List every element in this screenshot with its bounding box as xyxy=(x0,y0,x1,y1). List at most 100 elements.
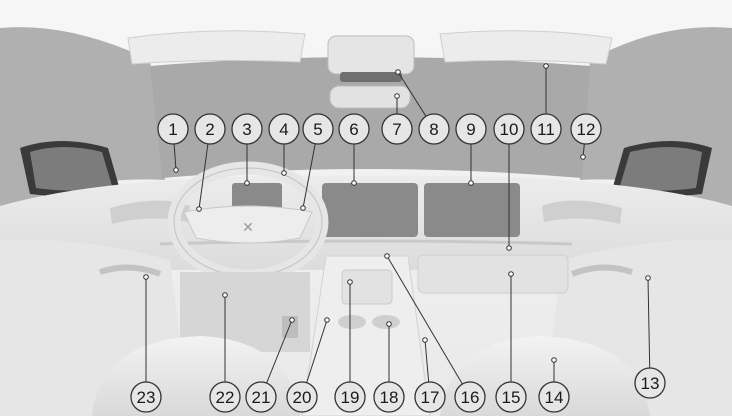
callout-anchor-dot-3 xyxy=(244,180,250,186)
callout-anchor-dot-22 xyxy=(222,292,228,298)
callout-anchor-dot-11 xyxy=(543,63,549,69)
callout-anchor-dot-1 xyxy=(173,167,179,173)
callout-badge-5 xyxy=(302,113,334,145)
callout-badge-8 xyxy=(418,113,450,145)
callout-leader-8 xyxy=(397,71,427,117)
callout-leader-17 xyxy=(424,339,430,383)
callout-leader-16 xyxy=(386,255,463,385)
console-cup-holder-right xyxy=(372,315,400,329)
callout-anchor-dot-20 xyxy=(324,317,330,323)
callout-anchor-dot-7 xyxy=(394,93,400,99)
callout-badge-4 xyxy=(268,113,300,145)
callout-badge-9 xyxy=(455,113,487,145)
callout-anchor-dot-4 xyxy=(281,170,287,176)
callout-anchor-dot-23 xyxy=(143,274,149,280)
callout-leader-13 xyxy=(647,277,651,369)
callout-badge-16 xyxy=(454,381,486,413)
callout-badge-17 xyxy=(414,381,446,413)
callout-badge-6 xyxy=(338,113,370,145)
glove-box xyxy=(417,254,569,294)
right-mirror-glass xyxy=(620,147,702,191)
callout-number-19: 19 xyxy=(341,388,360,407)
callout-anchor-dot-9 xyxy=(468,180,474,186)
callout-number-2: 2 xyxy=(205,120,214,139)
callout-number-8: 8 xyxy=(429,120,438,139)
callout-anchor-dot-21 xyxy=(289,317,295,323)
callout-badge-22 xyxy=(209,381,241,413)
callout-leader-2 xyxy=(198,143,209,210)
callout-number-16: 16 xyxy=(461,388,480,407)
callout-number-15: 15 xyxy=(502,388,521,407)
callout-number-20: 20 xyxy=(293,388,312,407)
callout-number-5: 5 xyxy=(313,120,322,139)
callout-number-14: 14 xyxy=(545,388,564,407)
callout-badge-12 xyxy=(570,113,602,145)
callout-anchor-dot-5 xyxy=(300,205,306,211)
callout-anchor-dot-16 xyxy=(384,253,390,259)
console-cup-holder-left xyxy=(338,315,366,329)
callout-badge-11 xyxy=(530,113,562,145)
callout-badge-3 xyxy=(231,113,263,145)
left-door-handle xyxy=(99,264,162,277)
callout-number-1: 1 xyxy=(168,120,177,139)
callout-number-10: 10 xyxy=(500,120,519,139)
callout-badge-10 xyxy=(493,113,525,145)
passenger-seat xyxy=(440,336,650,416)
callout-number-12: 12 xyxy=(577,120,596,139)
callout-number-7: 7 xyxy=(392,120,401,139)
callout-number-6: 6 xyxy=(349,120,358,139)
callout-number-22: 22 xyxy=(216,388,235,407)
callout-number-18: 18 xyxy=(380,388,399,407)
windshield xyxy=(150,57,590,178)
callout-leader-21 xyxy=(266,319,293,384)
callout-badge-23 xyxy=(130,381,162,413)
callout-badge-13 xyxy=(634,367,666,399)
left-mirror-glass xyxy=(30,147,112,191)
center-display-screen xyxy=(322,183,418,237)
console-wireless-charger xyxy=(341,269,393,305)
callout-number-3: 3 xyxy=(242,120,251,139)
callout-number-17: 17 xyxy=(421,388,440,407)
callout-anchor-dot-17 xyxy=(422,337,428,343)
callout-leader-1 xyxy=(173,143,177,171)
callout-number-9: 9 xyxy=(466,120,475,139)
left-sun-visor xyxy=(127,30,306,65)
callout-anchor-dot-15 xyxy=(508,271,514,277)
callout-anchor-dot-13 xyxy=(645,275,651,281)
rearview-mirror xyxy=(329,85,411,109)
steering-wheel-logo-icon: ✕ xyxy=(242,219,254,235)
callout-number-23: 23 xyxy=(137,388,156,407)
center-console xyxy=(301,255,431,416)
callout-anchor-dot-18 xyxy=(386,321,392,327)
callout-anchor-dot-19 xyxy=(347,279,353,285)
callout-badge-14 xyxy=(538,381,570,413)
callout-number-21: 21 xyxy=(252,388,271,407)
dashboard-ambient-strip xyxy=(159,239,573,246)
right-sun-visor xyxy=(439,30,613,65)
steering-wheel-hub xyxy=(183,205,313,244)
callout-leader-5 xyxy=(302,143,316,209)
callout-number-4: 4 xyxy=(279,120,288,139)
callout-anchor-dot-6 xyxy=(351,180,357,186)
callout-badge-15 xyxy=(495,381,527,413)
passenger-display-screen xyxy=(424,183,520,237)
callout-badge-1 xyxy=(157,113,189,145)
callout-anchor-dot-8 xyxy=(395,69,401,75)
instrument-cluster-screen xyxy=(232,183,282,211)
callout-badge-18 xyxy=(373,381,405,413)
callout-anchor-dot-14 xyxy=(551,357,557,363)
right-door-handle xyxy=(570,264,633,277)
overhead-speaker-grille xyxy=(340,72,402,82)
right-air-vent xyxy=(542,200,622,224)
callout-badge-19 xyxy=(334,381,366,413)
callout-badge-20 xyxy=(286,381,318,413)
callout-anchor-dot-2 xyxy=(196,206,202,212)
callout-badge-21 xyxy=(245,381,277,413)
callout-number-11: 11 xyxy=(537,120,555,139)
callout-badge-7 xyxy=(381,113,413,145)
callout-leader-20 xyxy=(306,319,328,383)
callout-anchor-dot-10 xyxy=(506,245,512,251)
